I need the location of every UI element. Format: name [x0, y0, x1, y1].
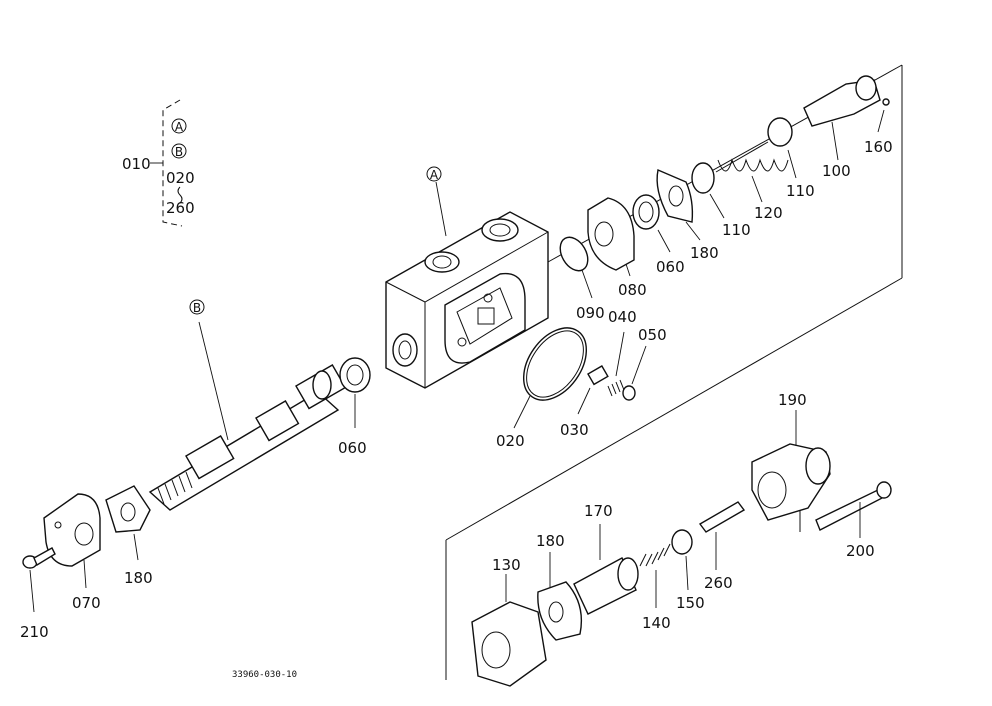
svg-text:100: 100 [822, 162, 851, 180]
part-030-plug: 030 [560, 365, 609, 439]
svg-text:050: 050 [638, 326, 667, 344]
callout-b-key: B [175, 145, 183, 159]
part-120-spring: 120 [715, 141, 789, 222]
part-100-poppet: 100 [803, 75, 881, 180]
spool [148, 364, 347, 511]
part-090-oring: 090 [559, 236, 605, 322]
part-070-end-plate: 070 [43, 493, 101, 612]
part-180-plate-left: 180 [105, 485, 153, 587]
part-110-seat-a: 110 [691, 162, 751, 239]
svg-text:070: 070 [72, 594, 101, 612]
part-210-bolt: 210 [20, 547, 56, 641]
assembly-key: A B 010 020 260 [122, 99, 195, 227]
svg-text:120: 120 [754, 204, 783, 222]
part-190-housing: 190 [751, 391, 831, 521]
svg-text:180: 180 [690, 244, 719, 262]
part-260-rod: 260 [698, 501, 746, 592]
part-140-spring: 140 [639, 543, 671, 632]
svg-text:140: 140 [642, 614, 671, 632]
part-020-oring: 020 [496, 327, 588, 450]
svg-text:B: B [193, 301, 201, 315]
callout-b: B [189, 299, 229, 441]
svg-text:260: 260 [704, 574, 733, 592]
label-010: 010 [122, 155, 151, 173]
part-180-plate-top: 180 [656, 169, 719, 262]
svg-text:060: 060 [338, 439, 367, 457]
part-060-seal-left: 060 [338, 357, 371, 457]
svg-text:200: 200 [846, 542, 875, 560]
part-080-cover: 080 [587, 197, 647, 299]
svg-text:160: 160 [864, 138, 893, 156]
valve-body [385, 211, 549, 389]
svg-text:180: 180 [536, 532, 565, 550]
svg-text:190: 190 [778, 391, 807, 409]
part-200-bolt: 200 [815, 481, 892, 560]
part-130-end-cap: 130 [471, 556, 547, 687]
callout-a-key: A [175, 120, 184, 134]
svg-text:020: 020 [496, 432, 525, 450]
drawing-number: 33960-030-10 [232, 670, 297, 680]
part-050-ball: 050 [622, 326, 667, 401]
svg-text:170: 170 [584, 502, 613, 520]
svg-text:A: A [430, 168, 439, 182]
assembly-frame [445, 64, 903, 680]
svg-text:180: 180 [124, 569, 153, 587]
part-180-plate-lower: 180 [536, 532, 583, 641]
svg-text:060: 060 [656, 258, 685, 276]
svg-text:130: 130 [492, 556, 521, 574]
svg-text:210: 210 [20, 623, 49, 641]
svg-text:030: 030 [560, 421, 589, 439]
svg-text:090: 090 [576, 304, 605, 322]
svg-text:150: 150 [676, 594, 705, 612]
part-110-seat-b: 110 [767, 117, 815, 200]
svg-text:110: 110 [722, 221, 751, 239]
label-020-key: 020 [166, 169, 195, 187]
callout-a: A [426, 166, 447, 237]
svg-text:110: 110 [786, 182, 815, 200]
label-260-key: 260 [166, 199, 195, 217]
part-040-spring: 040 [607, 308, 637, 397]
part-160-pin: 160 [864, 98, 893, 156]
svg-text:040: 040 [608, 308, 637, 326]
part-170-piston: 170 [573, 502, 639, 615]
part-150-spacer: 150 [671, 529, 705, 612]
part-060-seal-right: 060 [632, 194, 685, 276]
svg-text:080: 080 [618, 281, 647, 299]
